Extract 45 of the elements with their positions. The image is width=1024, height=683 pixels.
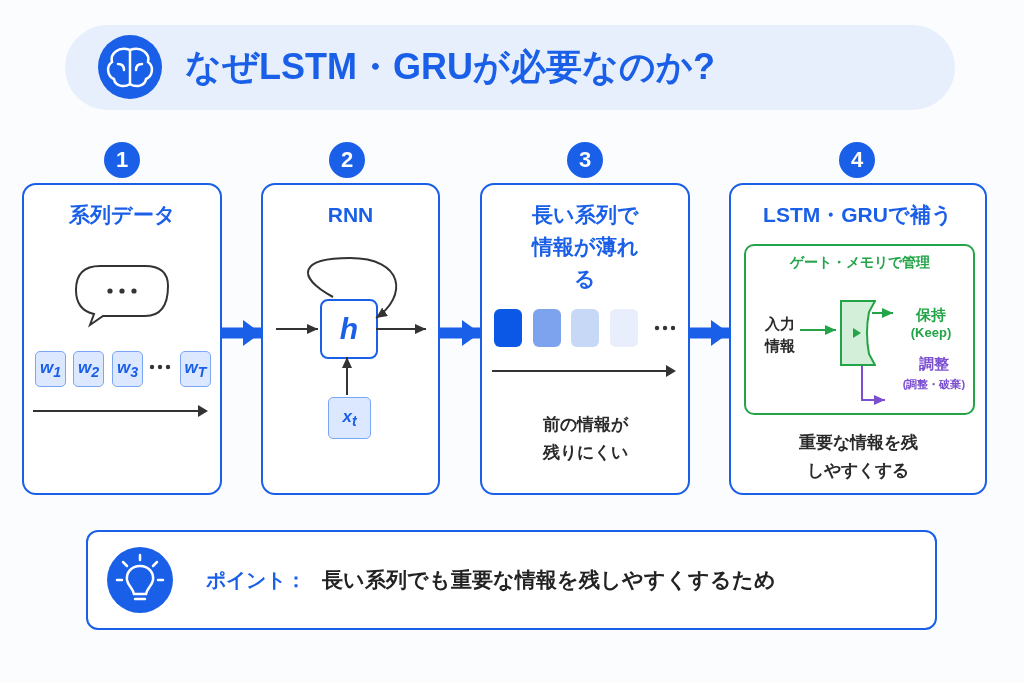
flow-arrow (690, 320, 729, 346)
token-box: w$_{T}$ (180, 351, 211, 387)
arrow (307, 257, 398, 319)
output-note: (調整・破棄) (902, 377, 966, 392)
gate-shape (840, 300, 876, 366)
point-text: 長い系列でも重要な情報を残しやすくするため (322, 567, 776, 594)
title: なぜLSTM・GRUが必要なのか? (185, 45, 715, 89)
fading-square (533, 309, 561, 347)
arrow (375, 324, 427, 334)
output-label: 調整 (919, 354, 949, 374)
fading-square (571, 309, 599, 347)
fading-square (494, 309, 522, 347)
step-number: 3 (567, 142, 603, 178)
step-number: 1 (104, 142, 140, 178)
flow-arrow (222, 320, 261, 346)
step-panel (261, 183, 440, 495)
panel-heading: RNN (327, 202, 374, 228)
step-panel (22, 183, 222, 495)
panel-heading: LSTM・GRUで補う (762, 202, 954, 229)
step-number: 4 (839, 142, 875, 178)
arrow (342, 356, 352, 396)
gate-panel (744, 244, 975, 415)
output-label: 保持 (916, 306, 946, 325)
panel-text: 前の情報が残りにくい (541, 414, 630, 464)
step-number: 2 (329, 142, 365, 178)
hidden-state-box: h (320, 299, 378, 359)
token-box: w$_{1}$ (35, 351, 66, 387)
step-panel (729, 183, 987, 495)
panel-text: 重要な情報を残しやすくする (798, 432, 918, 482)
output-note: (Keep) (910, 325, 952, 340)
arrow (861, 365, 886, 405)
flow-arrow (440, 320, 480, 346)
step-panel (480, 183, 690, 495)
arrow (799, 325, 837, 335)
input-box: x$_{t}$ (328, 397, 371, 439)
panel-heading: 長い系列で情報が薄れる (530, 202, 640, 292)
panel-heading: ゲート・メモリで管理 (789, 254, 930, 272)
token-box: w$_{2}$ (73, 351, 104, 387)
point-label: ポイント： (206, 567, 306, 593)
arrow (871, 308, 894, 318)
arrow (275, 324, 319, 334)
token-box: w$_{3}$ (112, 351, 143, 387)
panel-heading: 系列データ (68, 202, 176, 228)
point-box (86, 530, 937, 630)
node-text: 入力情報 (762, 312, 798, 358)
